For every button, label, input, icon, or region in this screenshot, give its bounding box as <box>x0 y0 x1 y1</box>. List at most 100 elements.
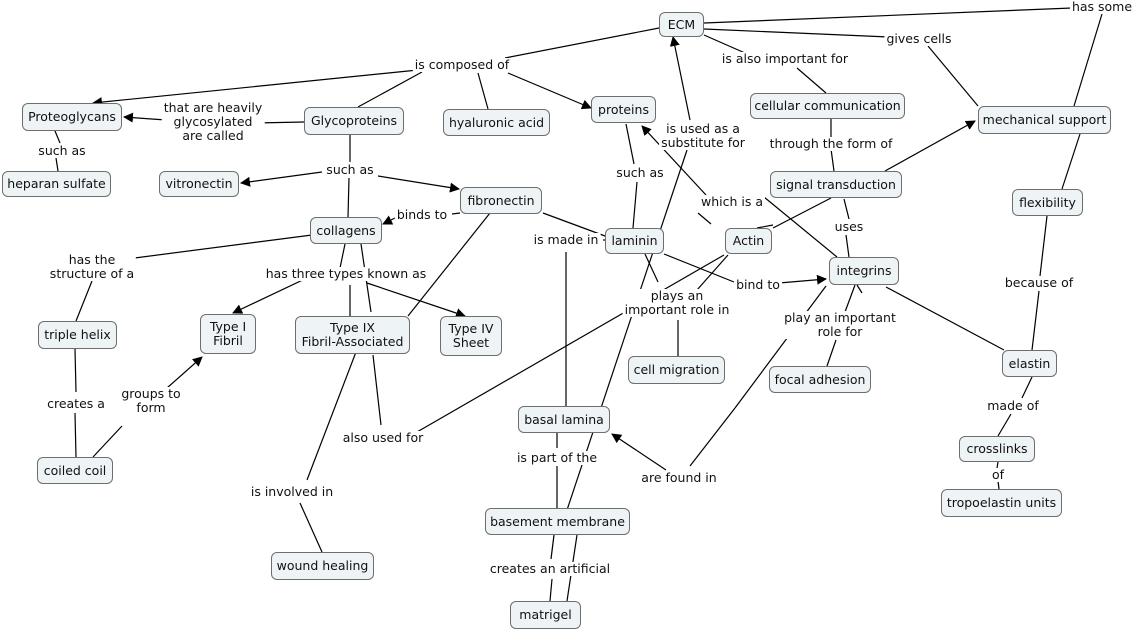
link-is-made-in: is made in <box>531 232 601 247</box>
line-connector <box>927 45 979 107</box>
node-laminin[interactable]: laminin <box>605 228 664 254</box>
node-coiled-coil[interactable]: coiled coil <box>37 457 113 484</box>
node-signal-transduction[interactable]: signal transduction <box>770 171 902 198</box>
link-which-is-a: which is a <box>698 194 766 209</box>
line-connector <box>357 71 423 108</box>
node-triple-helix[interactable]: triple helix <box>38 321 117 349</box>
node-type-ix-fibril-associated[interactable]: Type IX Fibril-Associated <box>295 316 410 354</box>
line-connector <box>74 348 77 393</box>
link-groups-to-form: groups to form <box>119 386 183 415</box>
node-basal-lamina[interactable]: basal lamina <box>518 406 610 433</box>
link-has-structure-of: has the structure of a <box>47 252 137 281</box>
link-through-form-of: through the form of <box>767 136 895 151</box>
line-connector <box>1073 13 1103 107</box>
line-connector <box>75 280 93 322</box>
node-matrigel[interactable]: matrigel <box>510 601 581 629</box>
node-proteins[interactable]: proteins <box>591 96 656 123</box>
line-connector <box>826 339 837 367</box>
link-because-of: because of <box>1002 275 1076 290</box>
node-flexibility[interactable]: flexibility <box>1012 189 1083 216</box>
link-uses: uses <box>832 219 866 234</box>
node-type-i-fibril[interactable]: Type I Fibril <box>200 314 256 354</box>
node-ecm[interactable]: ECM <box>659 12 704 37</box>
line-connector <box>625 123 635 165</box>
line-connector <box>632 181 638 229</box>
line-connector <box>689 407 736 467</box>
node-integrins[interactable]: integrins <box>829 257 899 285</box>
node-actin[interactable]: Actin <box>725 228 772 254</box>
node-cell-migration[interactable]: cell migration <box>628 356 725 384</box>
arrow-connector <box>366 282 466 318</box>
line-connector <box>697 212 712 225</box>
link-are-found-in: are found in <box>639 470 719 485</box>
link-is-composed-of: is composed of <box>412 57 512 72</box>
line-connector <box>885 286 1005 351</box>
line-connector <box>1031 290 1040 351</box>
line-connector <box>92 425 123 458</box>
line-connector <box>663 253 735 283</box>
arrow-connector <box>166 356 203 389</box>
line-connector <box>504 27 660 59</box>
line-connector <box>796 67 827 94</box>
line-connector <box>703 28 890 38</box>
link-gives-cells: gives cells <box>884 31 954 46</box>
arrow-connector <box>240 171 323 187</box>
line-connector <box>1039 215 1048 277</box>
line-connector <box>118 234 313 261</box>
line-connector <box>644 253 659 283</box>
arrow-connector <box>884 120 976 172</box>
link-used-as-substitute: is used as a substitute for <box>659 121 747 150</box>
line-connector <box>407 212 491 317</box>
node-hyaluronic-acid[interactable]: hyaluronic acid <box>443 109 550 136</box>
link-creates-artificial: creates an artificial <box>487 561 613 576</box>
node-glycoproteins[interactable]: Glycoproteins <box>304 107 404 135</box>
line-connector <box>996 461 999 469</box>
node-vitronectin[interactable]: vitronectin <box>159 171 239 197</box>
arrow-connector <box>507 72 592 110</box>
line-connector <box>347 177 350 218</box>
node-mechanical-support[interactable]: mechanical support <box>978 106 1111 134</box>
node-basement-membrane[interactable]: basement membrane <box>485 508 630 535</box>
line-connector <box>55 157 59 172</box>
link-bind-to: bind to <box>734 277 782 292</box>
node-focal-adhesion[interactable]: focal adhesion <box>769 366 871 393</box>
node-type-iv-sheet[interactable]: Type IV Sheet <box>440 316 502 356</box>
line-connector <box>772 197 832 229</box>
node-heparan-sulfate[interactable]: heparan sulfate <box>2 171 111 197</box>
node-elastin[interactable]: elastin <box>1002 350 1057 377</box>
line-connector <box>451 212 461 215</box>
line-connector <box>550 534 555 560</box>
link-heavily-glycosylated: that are heavily glycosylated are called <box>161 100 265 143</box>
node-proteoglycans[interactable]: Proteoglycans <box>22 103 122 131</box>
line-connector <box>997 413 1012 437</box>
line-connector <box>562 149 688 523</box>
link-such-as-proteins: such as <box>614 165 666 180</box>
link-has-some: has some <box>1069 0 1135 14</box>
node-crosslinks[interactable]: crosslinks <box>959 436 1035 462</box>
arrow-connector <box>123 112 167 123</box>
line-connector <box>845 234 850 258</box>
line-connector <box>306 351 357 481</box>
arrow-connector <box>641 125 707 196</box>
node-tropoelastin-units[interactable]: tropoelastin units <box>941 489 1062 517</box>
line-connector <box>756 224 774 229</box>
node-fibronectin[interactable]: fibronectin <box>460 187 542 214</box>
node-collagens[interactable]: collagens <box>310 217 382 244</box>
line-connector <box>416 254 725 433</box>
arrow-connector <box>377 175 460 193</box>
line-connector <box>477 72 489 110</box>
node-wound-healing[interactable]: wound healing <box>271 552 374 580</box>
line-connector <box>703 7 1073 24</box>
arrow-connector <box>611 433 667 471</box>
line-connector <box>734 285 827 409</box>
line-connector <box>339 243 346 269</box>
link-such-as-heparan: such as <box>36 143 88 158</box>
line-connector <box>1061 133 1081 190</box>
node-cellular-communication[interactable]: cellular communication <box>750 93 905 119</box>
line-connector <box>549 578 553 602</box>
line-connector <box>54 130 61 144</box>
link-such-as-glycoproteins: such as <box>324 162 376 177</box>
line-connector <box>696 254 729 291</box>
link-is-involved-in: is involved in <box>248 484 336 499</box>
